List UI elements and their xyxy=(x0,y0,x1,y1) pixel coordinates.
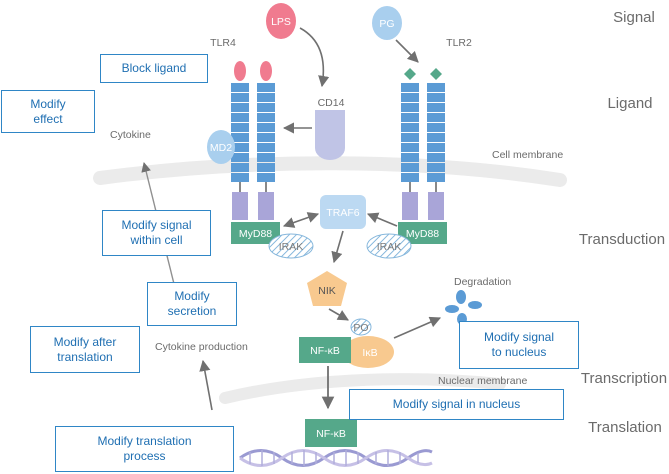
cell-membrane-label: Cell membrane xyxy=(492,149,563,161)
traf6-to-nik-arrow xyxy=(331,230,344,264)
nfkb-nucleus xyxy=(305,419,357,447)
nuclear-membrane-label: Nuclear membrane xyxy=(438,375,527,387)
pg-label: PG xyxy=(379,18,394,30)
pg-ligand xyxy=(372,6,402,40)
cytokine-label: Cytokine xyxy=(110,129,151,141)
stage-label-transduction: Transduction xyxy=(579,231,665,248)
irak-right-label: IRAK xyxy=(377,241,402,253)
nuclear-membrane xyxy=(219,373,506,404)
irak-left xyxy=(268,233,314,259)
po-label: PO xyxy=(353,322,368,334)
irak-left-label: IRAK xyxy=(279,241,304,253)
modify-secretion-box: Modify secretion xyxy=(147,282,237,326)
tlr2-receptor xyxy=(401,68,445,220)
pg-to-tlr2-arrow xyxy=(395,39,419,63)
myd88-right xyxy=(398,222,447,244)
ikb-protein xyxy=(342,336,394,368)
modify-signal-within-cell-box: Modify signal within cell xyxy=(102,210,211,256)
md2-label: MD2 xyxy=(210,142,232,154)
tlr4-receptor xyxy=(231,61,275,220)
lps-to-cd14-arrow xyxy=(299,27,330,88)
tlr2-label: TLR2 xyxy=(446,37,472,49)
translation-to-production-arrow xyxy=(199,359,213,411)
modify-signal-in-nucleus-box: Modify signal in nucleus xyxy=(349,389,564,420)
cd14-label: CD14 xyxy=(318,97,345,109)
stage-label-signal: Signal xyxy=(613,9,655,26)
lps-label: LPS xyxy=(271,16,291,28)
modify-effect-box: Modify effect xyxy=(1,90,95,133)
dna-helix xyxy=(239,449,433,467)
nfkb-cytoplasm-label: NF-κB xyxy=(310,345,340,357)
modify-translation-process-box: Modify translation process xyxy=(55,426,234,472)
tlr4-label: TLR4 xyxy=(210,37,236,49)
nik-protein xyxy=(307,271,347,306)
nik-to-ikb-arrow xyxy=(328,308,349,321)
modify-signal-to-nucleus-box: Modify signal to nucleus xyxy=(459,321,579,369)
stage-label-translation: Translation xyxy=(588,419,662,436)
nik-label: NIK xyxy=(318,285,336,297)
irak-right xyxy=(366,233,412,259)
lps-ligand xyxy=(266,3,296,39)
cd14-protein xyxy=(315,110,345,160)
nfkb-cytoplasm xyxy=(299,337,351,363)
cell-membrane xyxy=(93,156,567,187)
traf6-protein xyxy=(320,195,366,229)
po-phosphate xyxy=(350,318,372,336)
md2-protein xyxy=(207,130,235,164)
cytokine-production-label: Cytokine production xyxy=(155,341,248,353)
stage-label-transcription: Transcription xyxy=(581,370,667,387)
degradation-fragments xyxy=(445,290,482,325)
block-ligand-box: Block ligand xyxy=(100,54,208,83)
myd88-left-label: MyD88 xyxy=(239,228,272,240)
traf6-myd88-left-arrow xyxy=(282,212,320,228)
ikb-to-degradation-arrow xyxy=(393,316,442,339)
nfkb-nucleus-label: NF-κB xyxy=(316,428,346,440)
degradation-label: Degradation xyxy=(454,276,511,288)
modify-after-translation-box: Modify after translation xyxy=(30,326,140,373)
myd88-left xyxy=(231,222,280,244)
myd88-right-label: MyD88 xyxy=(406,228,439,240)
myd88-right-to-traf6-arrow xyxy=(366,212,398,227)
ikb-label: IκB xyxy=(362,347,377,359)
stage-label-ligand: Ligand xyxy=(607,95,652,112)
traf6-label: TRAF6 xyxy=(326,207,359,219)
